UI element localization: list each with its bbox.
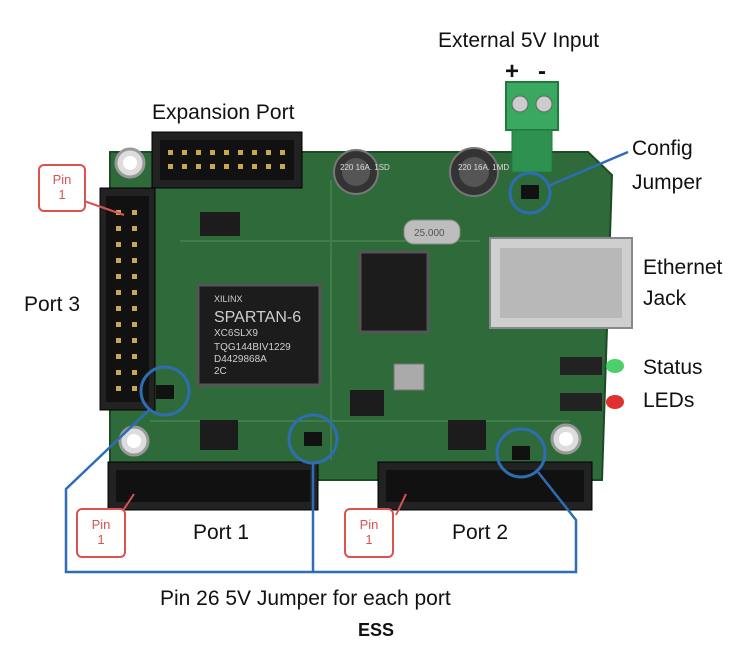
mounting-hole — [127, 434, 141, 448]
port2-jumper-circle — [495, 427, 547, 479]
ethernet-label-line1: Ethernet — [643, 256, 723, 279]
status-leds-label-line2: LEDs — [643, 389, 695, 412]
pin26-bracket — [64, 408, 578, 574]
status-led-red — [606, 395, 624, 409]
pin1-callout-line2: 1 — [365, 532, 373, 547]
fpga-chip — [196, 283, 322, 387]
pin1-callout-line1: Pin — [91, 517, 111, 532]
ethernet-label-line2: Jack — [643, 287, 687, 310]
external-input-label: External 5V Input — [438, 29, 600, 52]
mounting-hole — [123, 156, 137, 170]
pin1-callout-port3: Pin 1 — [38, 164, 86, 212]
fpga-line3-text: TQG144BIV1229 — [214, 342, 291, 353]
config-jumper-label-line1: Config — [632, 137, 693, 160]
fpga-model-text: XC6SLX9 — [214, 328, 258, 339]
port1-label: Port 1 — [193, 521, 250, 544]
pin1-callout-line2: 1 — [97, 532, 105, 547]
pin1-callout-port2: Pin 1 — [344, 508, 394, 558]
fpga-line5-text: 2C — [214, 366, 227, 377]
crystal-text: 25.000 — [414, 228, 445, 239]
port2-label: Port 2 — [452, 521, 509, 544]
fpga-name-text: SPARTAN-6 — [214, 309, 301, 326]
plus-label: + — [505, 58, 520, 85]
expansion-port-label: Expansion Port — [152, 101, 295, 124]
port3-label: Port 3 — [24, 293, 81, 316]
cap-right-text: 220 16A. 1MD — [458, 163, 509, 172]
pin1-callout-line1: Pin — [359, 517, 379, 532]
port3-jumper-circle — [139, 365, 191, 417]
pin1-callout-line2: 1 — [58, 187, 66, 202]
crystal — [403, 219, 461, 245]
fpga-line4-text: D4429868A — [214, 354, 267, 365]
ethernet-controller-chip — [358, 250, 430, 334]
fpga-brand-text: XILINX — [214, 294, 243, 304]
config-jumper-circle — [508, 171, 552, 215]
minus-label: - — [538, 58, 546, 85]
pin26-label: Pin 26 5V Jumper for each port — [160, 587, 451, 610]
status-leds-label-line1: Status — [643, 356, 703, 379]
pcb-traces — [150, 180, 570, 460]
caption-label: ESS — [358, 620, 395, 640]
pin1-callout-line1: Pin — [52, 172, 72, 187]
pin1-callout-port1: Pin 1 — [76, 508, 126, 558]
config-jumper-label-line2: Jumper — [632, 171, 703, 194]
mounting-hole — [559, 432, 573, 446]
config-jumper-leader — [547, 150, 629, 188]
status-led-green — [606, 359, 624, 373]
cap-left-text: 220 16A. 1SD — [340, 163, 390, 172]
